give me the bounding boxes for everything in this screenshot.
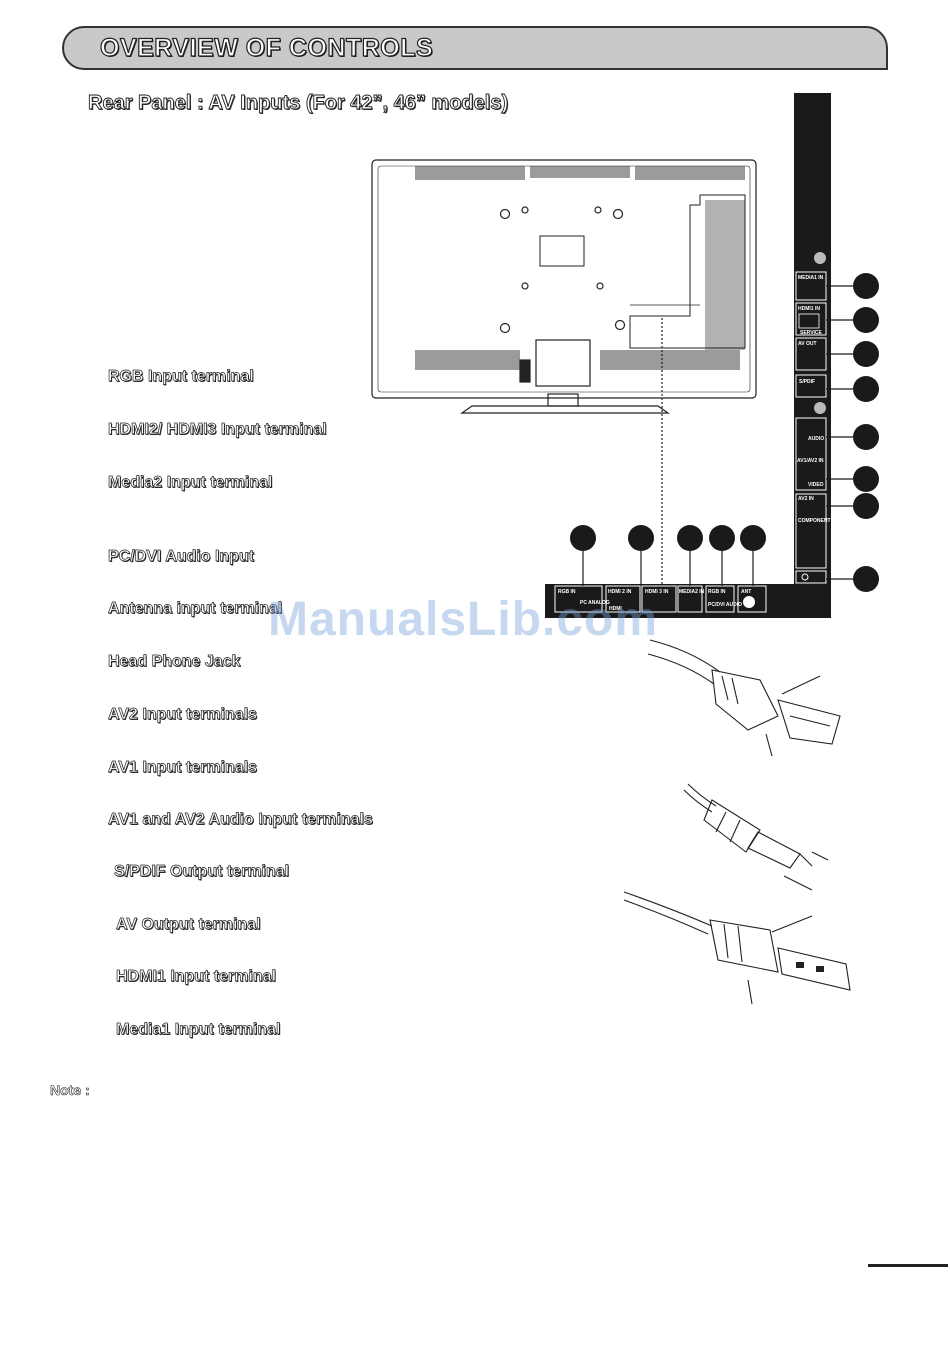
watermark: ManualsLib.com [268,593,659,646]
label-spdif-output: S/PDIF Output terminal [114,863,290,881]
side-port-headphone [795,570,827,584]
callout-circle [853,341,879,367]
bottom-port-label: ANT [741,589,751,595]
callout-circle [570,525,596,551]
side-port-hdmi1: HDMI1 IN SERVICE [795,302,827,336]
label-antenna-input: Antenna input terminal [108,600,283,618]
side-port-label: AV OUT [798,341,817,347]
side-port-label: VIDEO [808,482,824,488]
bottom-port-label: HDMI 3 IN [645,589,669,595]
section-header: OVERVIEW OF CONTROLS [62,26,888,70]
label-av-output: AV Output terminal [116,916,261,934]
side-port-label: COMPONENT VIDEO [798,518,848,524]
hdmi-cable-illustration [647,639,841,757]
callout-circle [740,525,766,551]
bottom-port-label: PC ANALOG [580,600,610,606]
side-port-label: AV2 IN [798,496,814,502]
side-port-av2-component: AV2 IN COMPONENT VIDEO [795,493,848,569]
side-port-spdif: S/PDIF [795,374,827,398]
side-port-label: SERVICE [800,330,823,336]
bottom-port-label: PC/DVI AUDIO [708,602,742,608]
callout-circle [853,493,879,519]
side-port-label: MEDIA1 IN [798,275,824,281]
rca-cable-illustration [683,783,829,891]
bottom-port-label: HDMI 2 IN [608,589,632,595]
side-port-label: AV1/AV2 IN [797,458,824,464]
hdmi-logo: HDMI [609,606,622,612]
label-av2-input: AV2 Input terminals [108,706,258,724]
label-av-audio-input: AV1 and AV2 Audio Input terminals [108,811,374,829]
callout-circles-right [853,273,879,592]
page-subtitle: Rear Panel : AV Inputs (For 42”, 46” mod… [88,92,509,115]
label-hdmi1-input: HDMI1 Input terminal [116,968,277,986]
callout-circle [853,424,879,450]
side-port-av1-av2: AUDIO AV1/AV2 IN VIDEO [795,417,827,491]
callout-circle [853,376,879,402]
label-rgb-input: RGB Input terminal [108,368,254,386]
callout-circle [677,525,703,551]
label-pc-dvi-audio: PC/DVI Audio Input [108,548,255,566]
callout-circle [853,466,879,492]
bottom-port-label: RGB IN [558,589,576,595]
side-port-label: S/PDIF [799,379,815,385]
label-media1-input: Media1 Input terminal [116,1021,281,1039]
bottom-port-hdmi2: HDMI 2 IN HDMI [605,585,641,613]
callout-leaders-right [826,285,853,580]
callout-circle [853,566,879,592]
note-label: Note : [50,1082,90,1099]
callout-leaders-bottom [582,551,754,586]
usb-cable-illustration [623,891,851,1005]
callout-circle [853,307,879,333]
bottom-port-pc-audio: RGB IN PC/DVI AUDIO [705,585,742,613]
side-panel-strip [794,93,831,603]
bottom-port-rgb: RGB IN PC ANALOG [554,585,610,613]
side-port-label: AUDIO [808,436,824,442]
bottom-port-antenna: ANT [737,585,767,613]
page-rule [868,1264,948,1267]
bottom-port-label: MEDIA2 IN [679,589,705,595]
callout-circle [628,525,654,551]
label-media2-input: Media2 Input terminal [108,474,273,492]
callout-circles-bottom [570,525,766,551]
label-headphone-jack: Head Phone Jack [108,653,241,671]
section-title: OVERVIEW OF CONTROLS [99,33,434,62]
bottom-port-hdmi3: HDMI 3 IN [641,585,677,613]
side-panel-screw [814,402,826,414]
label-av1-input: AV1 Input terminals [108,759,258,777]
side-panel-screw [814,252,826,264]
side-port-label: HDMI1 IN [798,306,820,312]
callout-circle [709,525,735,551]
callout-circle [853,273,879,299]
tv-rear-illustration [371,159,757,414]
bottom-port-label: RGB IN [708,589,726,595]
label-hdmi2-hdmi3-input: HDMI2/ HDMI3 Input terminal [108,421,327,439]
